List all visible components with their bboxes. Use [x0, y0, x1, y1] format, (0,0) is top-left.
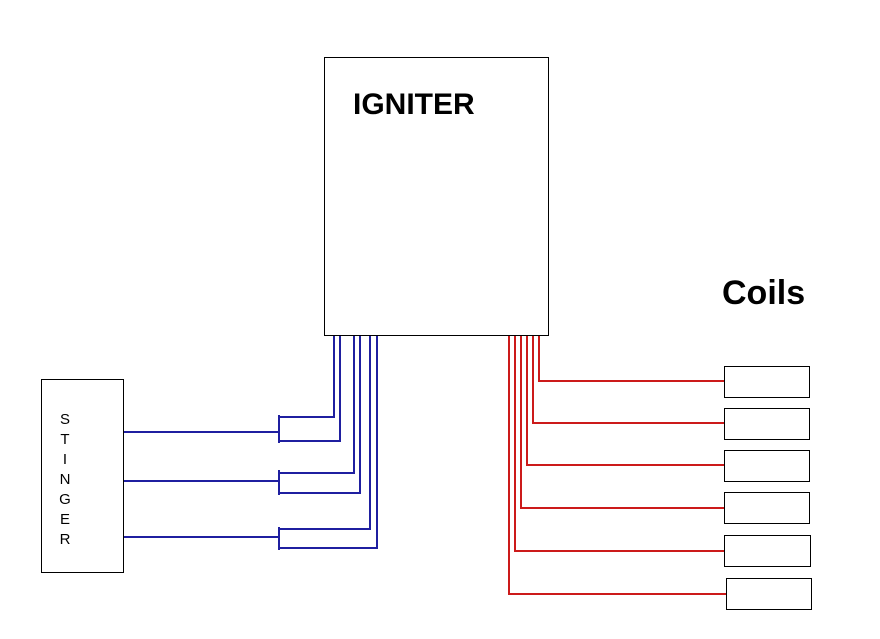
stinger-wire-3b [279, 336, 378, 549]
stinger-wire-2a [279, 336, 355, 474]
igniter-box [324, 57, 549, 336]
igniter-label: IGNITER [353, 88, 475, 121]
coil-wire-2 [532, 336, 725, 424]
coil-wire-1 [538, 336, 725, 382]
coil-box-4 [724, 492, 810, 524]
coil-box-1 [724, 366, 810, 398]
stinger-letter-6: E [60, 511, 70, 528]
coil-box-2 [724, 408, 810, 440]
stinger-module: S T I N G E R [41, 379, 124, 573]
coil-box-6 [726, 578, 812, 610]
stinger-letter-3: I [63, 451, 67, 468]
stinger-letter-5: G [59, 491, 71, 508]
igniter-module: IGNITER [324, 57, 549, 336]
stinger-box [41, 379, 124, 573]
stinger-letter-7: R [60, 531, 71, 548]
coils-label: Coils [722, 274, 805, 312]
stinger-wire-1a [279, 336, 335, 418]
coil-wire-3 [526, 336, 725, 466]
coil-box-3 [724, 450, 810, 482]
stinger-wire-group [123, 336, 378, 550]
coil-wire-6 [508, 336, 727, 595]
coil-wire-group [508, 336, 727, 595]
stinger-wire-2b [279, 336, 361, 494]
stinger-wire-3a [279, 336, 371, 530]
coil-wire-4 [520, 336, 725, 509]
stinger-letter-1: S [60, 411, 70, 428]
coil-box-5 [724, 535, 811, 567]
coil-wire-5 [514, 336, 725, 552]
stinger-wire-1b [279, 336, 341, 442]
stinger-letter-2: T [60, 431, 69, 448]
stinger-letter-4: N [60, 471, 71, 488]
coil-group: Coils [722, 274, 812, 610]
